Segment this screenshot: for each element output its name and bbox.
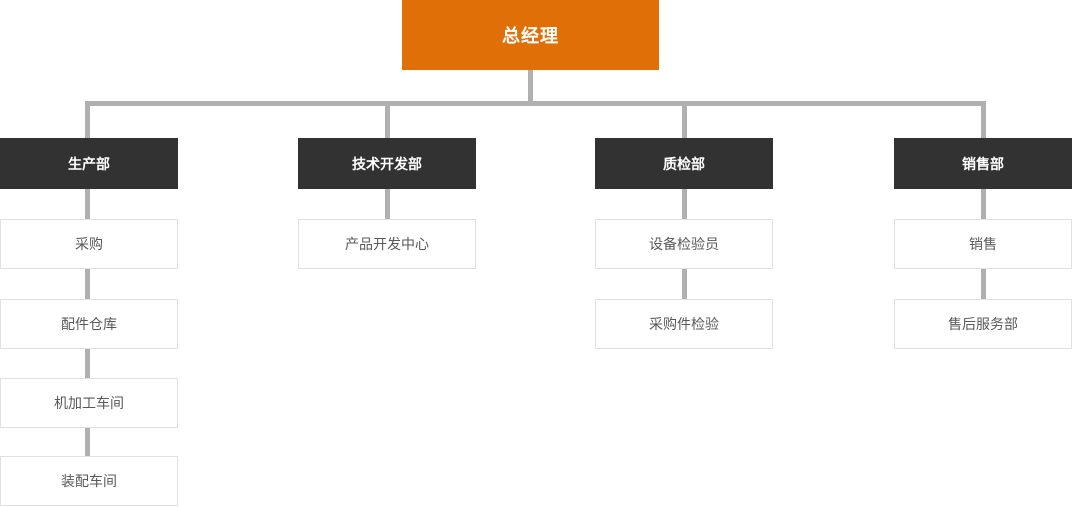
connector-line: [385, 189, 390, 220]
org-node-purchasing: 采购: [0, 219, 178, 269]
connector-branch-1: [85, 101, 90, 138]
org-node-purchased-parts-inspection: 采购件检验: [595, 299, 773, 349]
connector-line: [682, 269, 687, 300]
org-node-dept-sales: 销售部: [894, 138, 1072, 189]
connector-branch-3: [682, 101, 687, 138]
connector-line: [85, 428, 90, 457]
connector-trunk: [85, 101, 986, 106]
org-node-assembly-workshop: 装配车间: [0, 456, 178, 506]
org-node-dept-production: 生产部: [0, 138, 178, 189]
org-node-product-dev-center: 产品开发中心: [298, 219, 476, 269]
connector-root-drop: [528, 70, 533, 103]
connector-branch-2: [385, 101, 390, 138]
org-node-dept-quality-inspection: 质检部: [595, 138, 773, 189]
org-node-sales: 销售: [894, 219, 1072, 269]
org-node-dept-tech-development: 技术开发部: [298, 138, 476, 189]
org-node-machining-workshop: 机加工车间: [0, 378, 178, 428]
org-node-after-sales-service: 售后服务部: [894, 299, 1072, 349]
connector-branch-4: [981, 101, 986, 138]
connector-line: [981, 189, 986, 220]
connector-line: [981, 269, 986, 300]
org-node-root: 总经理: [402, 0, 659, 70]
connector-line: [85, 349, 90, 379]
org-node-parts-warehouse: 配件仓库: [0, 299, 178, 349]
connector-line: [85, 269, 90, 300]
org-node-equipment-inspector: 设备检验员: [595, 219, 773, 269]
connector-line: [682, 189, 687, 220]
connector-line: [85, 189, 90, 220]
